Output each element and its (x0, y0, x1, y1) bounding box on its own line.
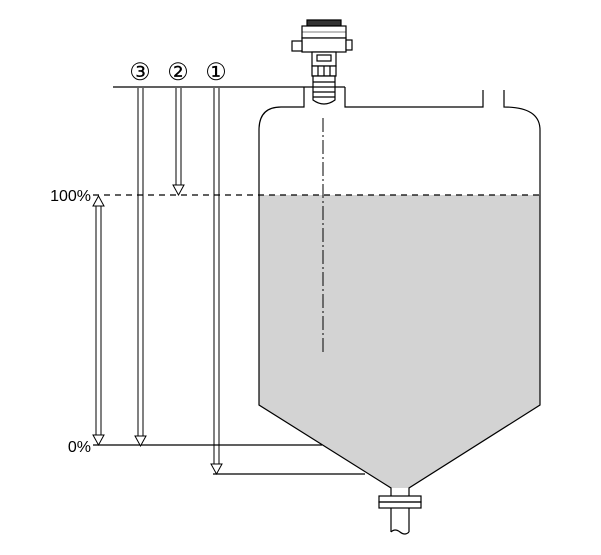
arrow-3-head (134, 435, 147, 448)
span-arrow-head-bottom (92, 434, 105, 447)
reference-lines (93, 86, 540, 475)
liquid-fill (259, 195, 540, 488)
arrow-1-head (210, 463, 223, 476)
marker-3-label: ③ (129, 59, 151, 86)
measurement-arrows (92, 88, 223, 476)
full-level-label: 100% (50, 188, 91, 205)
tank-body (258, 87, 541, 496)
span-arrow-head-top (92, 194, 105, 207)
outlet-pipe (378, 495, 422, 535)
marker-2-label: ② (167, 59, 189, 86)
marker-1-label: ① (205, 59, 227, 86)
arrow-2-head (172, 184, 185, 197)
radar-level-sensor-icon (291, 19, 353, 105)
empty-level-label: 0% (68, 439, 91, 456)
